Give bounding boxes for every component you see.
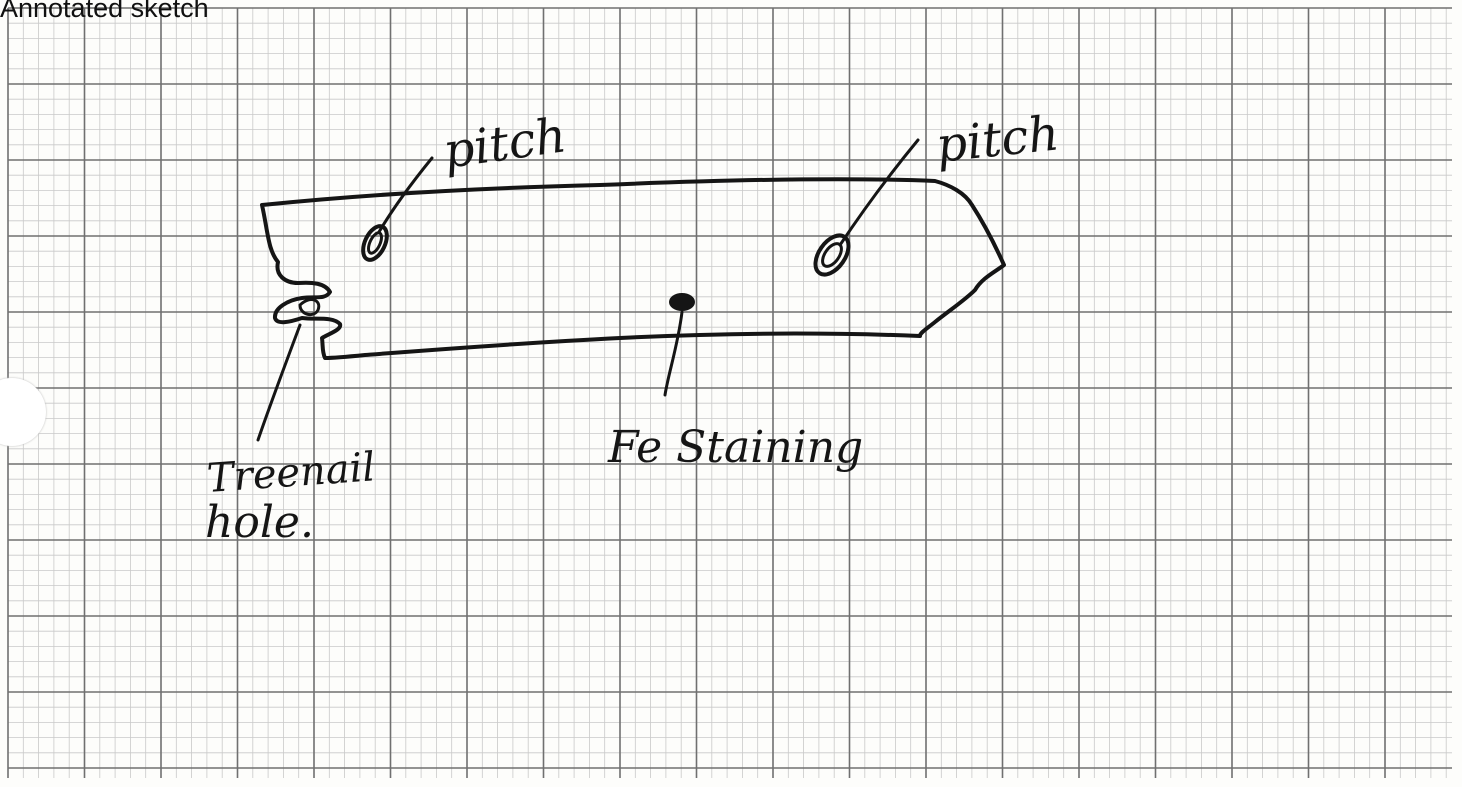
leader-line-fe-staining	[663, 310, 684, 397]
label-treenail-line1: Treenail	[205, 444, 376, 502]
leader-line-pitch-left	[377, 156, 434, 234]
label-treenail-line2: hole.	[205, 497, 314, 548]
page-heading: Annotated sketch	[0, 0, 209, 23]
label-fe-staining: Fe Staining	[607, 422, 863, 473]
grid-minor-lines	[7, 7, 1452, 778]
grid-major-lines	[7, 7, 1452, 778]
treenail-hole-mark	[298, 298, 321, 317]
leader-line-treenail	[256, 323, 302, 442]
fe-staining-mark	[669, 293, 695, 311]
pitch-mark-right	[813, 233, 851, 277]
leader-line-pitch-right	[838, 138, 920, 247]
label-pitch-left: pitch	[440, 107, 570, 180]
label-pitch-right: pitch	[933, 105, 1061, 174]
timber-outline	[260, 177, 1006, 360]
